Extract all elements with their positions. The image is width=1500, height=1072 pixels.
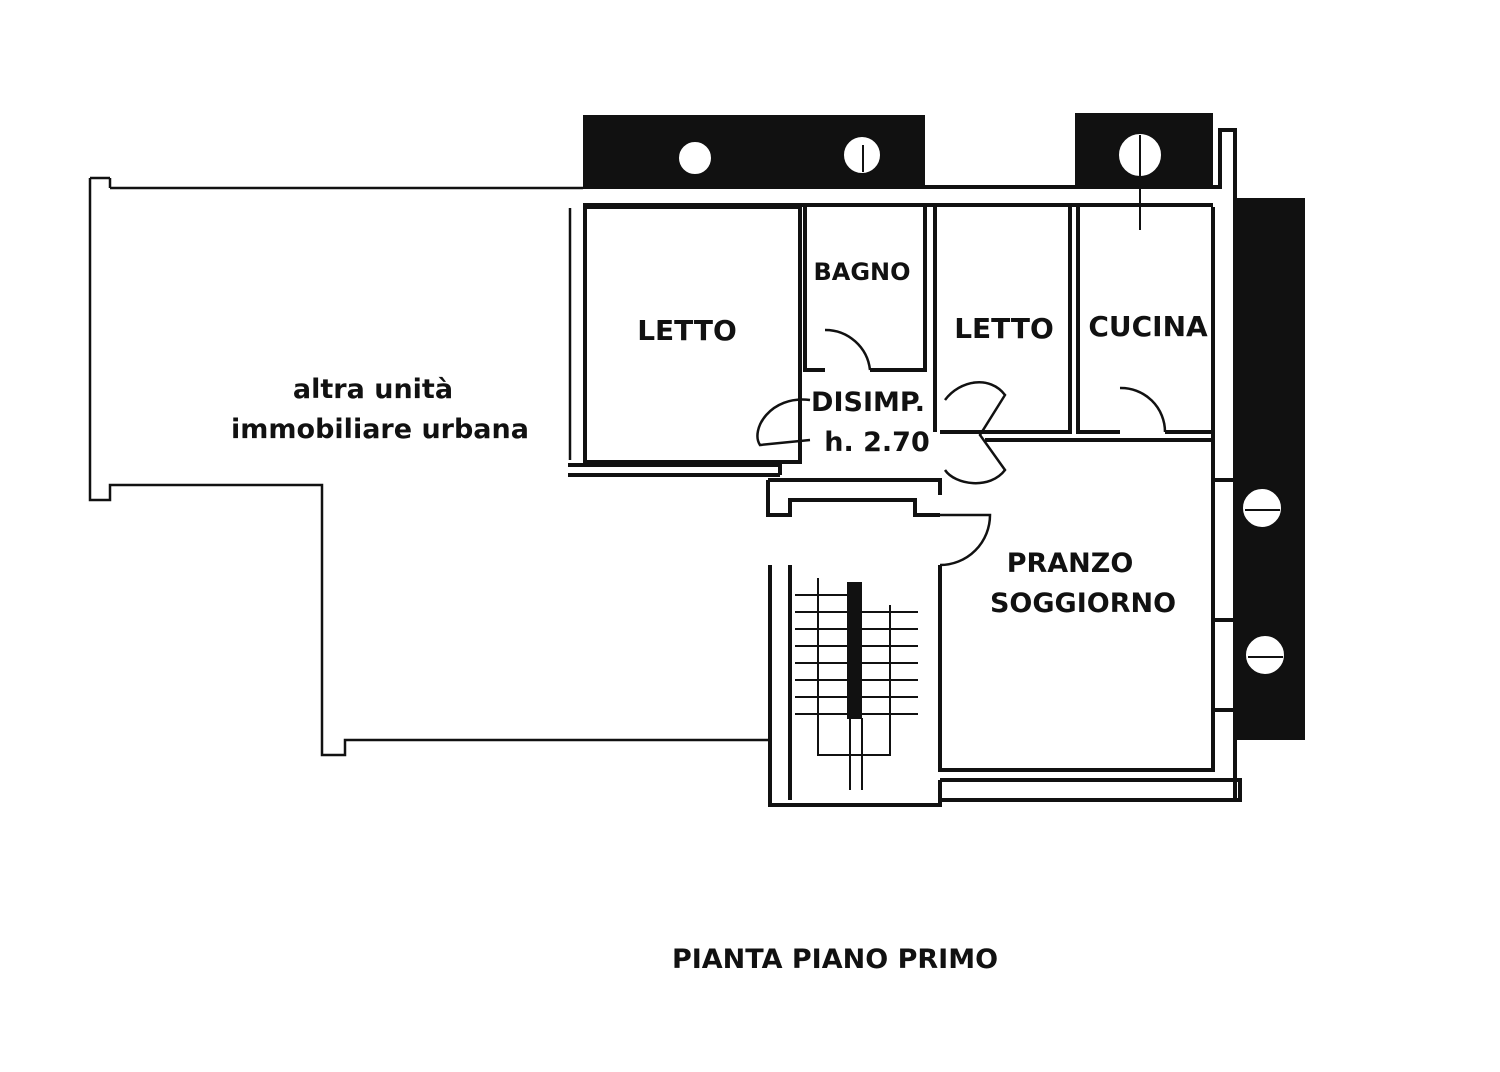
other-unit-label: immobiliare urbana: [231, 414, 529, 445]
room-label-disimpegno: DISIMP.: [811, 387, 925, 418]
ceiling-height-label: h. 2.70: [824, 427, 930, 458]
room-label-pranzo: PRANZO: [1007, 548, 1134, 579]
room-label-letto: LETTO: [637, 314, 737, 347]
other-unit-outline: [88, 176, 770, 757]
room-label-letto: LETTO: [954, 312, 1054, 345]
room-label-bagno: BAGNO: [813, 258, 910, 286]
room-label-cucina: CUCINA: [1088, 310, 1208, 343]
room-label-soggiorno: SOGGIORNO: [990, 588, 1176, 619]
other-unit-label: altra unità: [293, 374, 453, 405]
plant-icon: [677, 132, 1286, 676]
plan-title: PIANTA PIANO PRIMO: [672, 944, 998, 975]
walls: [568, 128, 1242, 807]
staircase: [795, 578, 918, 790]
doors: [756, 328, 1167, 567]
